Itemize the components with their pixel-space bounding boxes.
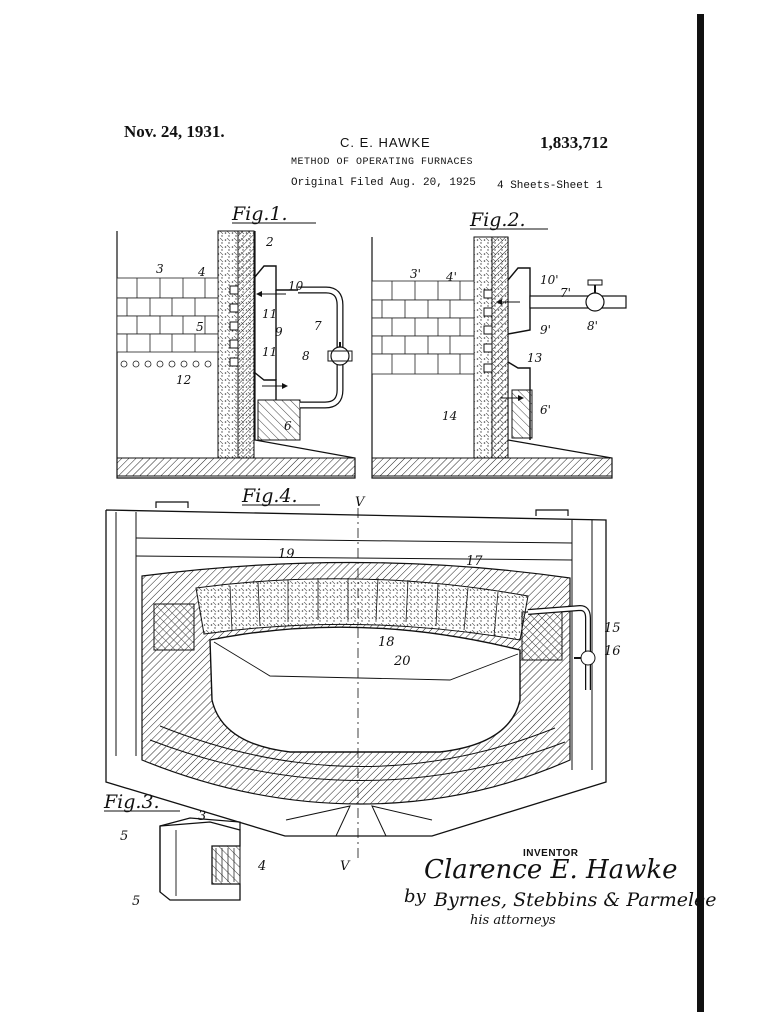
signature-block: Clarence E. Hawke by Byrnes, Stebbins & … (404, 855, 717, 928)
fig2-drawing (371, 236, 627, 479)
fig1-label: Fig.1. (231, 203, 288, 225)
fig1-ref: 4 (197, 265, 206, 279)
fig2-ref: 4' (445, 270, 457, 284)
fig1-ref: 2 (265, 235, 274, 249)
fig1-ref: 5 (196, 320, 204, 334)
fig4-label: Fig.4. (241, 485, 298, 507)
fig2-ref: 3' (410, 267, 421, 281)
fig3-ref-numbers: 3 5 4 5 (120, 809, 266, 909)
fig1-ref: 6 (284, 419, 292, 433)
fig1-ref: 7 (314, 319, 322, 333)
attorneys-text: his attorneys (470, 913, 556, 928)
inventor-label: INVENTOR (523, 848, 579, 859)
patent-date: Nov. 24, 1931. (124, 122, 225, 141)
fig4-ref: 16 (604, 644, 621, 659)
fig3-ref: 4 (257, 859, 266, 874)
fig1-ref: 12 (176, 373, 191, 387)
fig1-ref: 8 (302, 349, 310, 363)
fig2-ref: 10' (540, 273, 559, 287)
fig2-ref: 9' (540, 323, 551, 337)
fig3-ref: 5 (132, 894, 140, 909)
fig2-ref: 6' (540, 403, 551, 417)
fig1-ref: 11 (262, 307, 277, 321)
fig4-ref-numbers: V 19 17 15 18 16 20 V (278, 495, 621, 874)
by-text: by (404, 886, 427, 907)
fig1-ref: 9 (275, 325, 283, 339)
fig4-ref: 20 (393, 654, 411, 669)
fig1-ref: 11 (262, 345, 277, 359)
fig2-ref: 7' (560, 286, 571, 300)
fig3-label: Fig.3. (103, 791, 160, 813)
fig1-drawing (116, 230, 356, 479)
fig2-ref: 8' (587, 319, 598, 333)
inventor-signature: Clarence E. Hawke (424, 855, 678, 885)
fig3-ref: 5 (120, 829, 128, 844)
sheet-count: 4 Sheets-Sheet 1 (497, 180, 603, 192)
fig2-ref: 13 (527, 351, 543, 365)
fig1-ref-numbers: 2 3 4 10 5 11 9 7 8 11 12 6 (156, 235, 322, 433)
fig4-ref: 18 (378, 635, 395, 650)
fig2-ref: 14 (442, 409, 457, 423)
fig3-drawing (159, 817, 241, 901)
fig4-ref: 15 (604, 621, 621, 636)
fig4-ref: 17 (466, 554, 483, 569)
page-edge-bar (697, 14, 704, 1012)
filed-date: Original Filed Aug. 20, 1925 (291, 177, 476, 189)
attorneys-signature: Byrnes, Stebbins & Parmelee (433, 889, 717, 911)
inventor-heading: C. E. HAWKE (340, 135, 431, 150)
fig2-ref-numbers: 3' 4' 10' 7' 9' 8' 13 14 6' (410, 267, 598, 423)
fig1-ref: 3 (156, 262, 164, 276)
fig4-drawing (105, 501, 607, 858)
patent-number: 1,833,712 (540, 133, 608, 152)
fig4-ref: V (355, 495, 366, 510)
fig4-ref: 19 (278, 547, 295, 562)
figure-labels: Fig.1. Fig.2. Fig.4. Fig.3. (103, 203, 526, 813)
fig3-ref: 3 (198, 809, 206, 824)
patent-title: METHOD OF OPERATING FURNACES (291, 157, 474, 168)
fig1-ref: 10 (288, 279, 304, 293)
fig2-label: Fig.2. (469, 209, 526, 231)
fig4-ref: V (340, 859, 351, 874)
